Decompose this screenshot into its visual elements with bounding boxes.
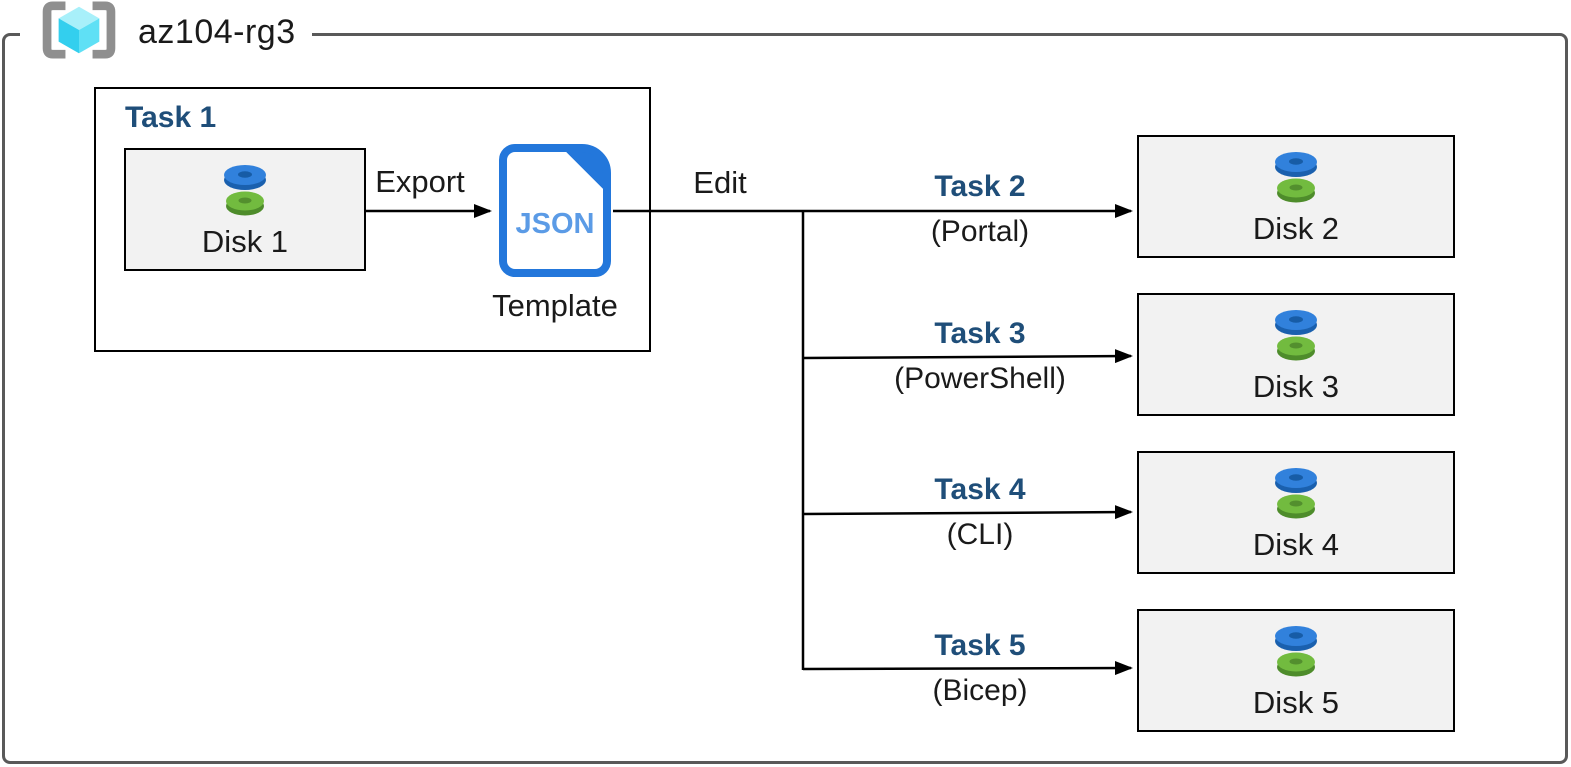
disk4-label: Disk 4 [1252, 526, 1340, 562]
export-edge-label: Export [375, 164, 465, 199]
disk5-label: Disk 5 [1252, 684, 1340, 720]
managed-disk-icon [1262, 147, 1330, 210]
resource-group-header: az104-rg3 [20, 0, 312, 64]
resource-group-frame [2, 33, 1568, 764]
disk2-label: Disk 2 [1252, 210, 1340, 246]
managed-disk-icon [1262, 305, 1330, 368]
disk3-label: Disk 3 [1252, 368, 1340, 404]
disk3-card: Disk 3 [1137, 293, 1455, 416]
json-file-icon: JSON [498, 143, 612, 283]
task1-title: Task 1 [125, 101, 217, 134]
task3-label: Task 3 [934, 317, 1026, 350]
template-label: Template [492, 288, 618, 323]
managed-disk-icon [211, 160, 279, 223]
task5-method-label: (Bicep) [932, 674, 1028, 707]
disk4-card: Disk 4 [1137, 451, 1455, 574]
resource-group-name: az104-rg3 [138, 12, 296, 51]
disk1-card: Disk 1 [124, 148, 366, 271]
json-file-type-text: JSON [516, 208, 595, 240]
task4-label: Task 4 [934, 473, 1026, 506]
task2-label: Task 2 [934, 170, 1026, 203]
managed-disk-icon [1262, 621, 1330, 684]
task5-label: Task 5 [934, 629, 1026, 662]
disk1-label: Disk 1 [201, 223, 289, 259]
disk5-card: Disk 5 [1137, 609, 1455, 732]
managed-disk-icon [1262, 463, 1330, 526]
task2-method-label: (Portal) [930, 215, 1030, 248]
resource-group-icon [36, 0, 122, 65]
task4-method-label: (CLI) [946, 518, 1014, 551]
disk2-card: Disk 2 [1137, 135, 1455, 258]
edit-edge-label: Edit [693, 165, 747, 200]
task3-method-label: (PowerShell) [894, 362, 1066, 395]
